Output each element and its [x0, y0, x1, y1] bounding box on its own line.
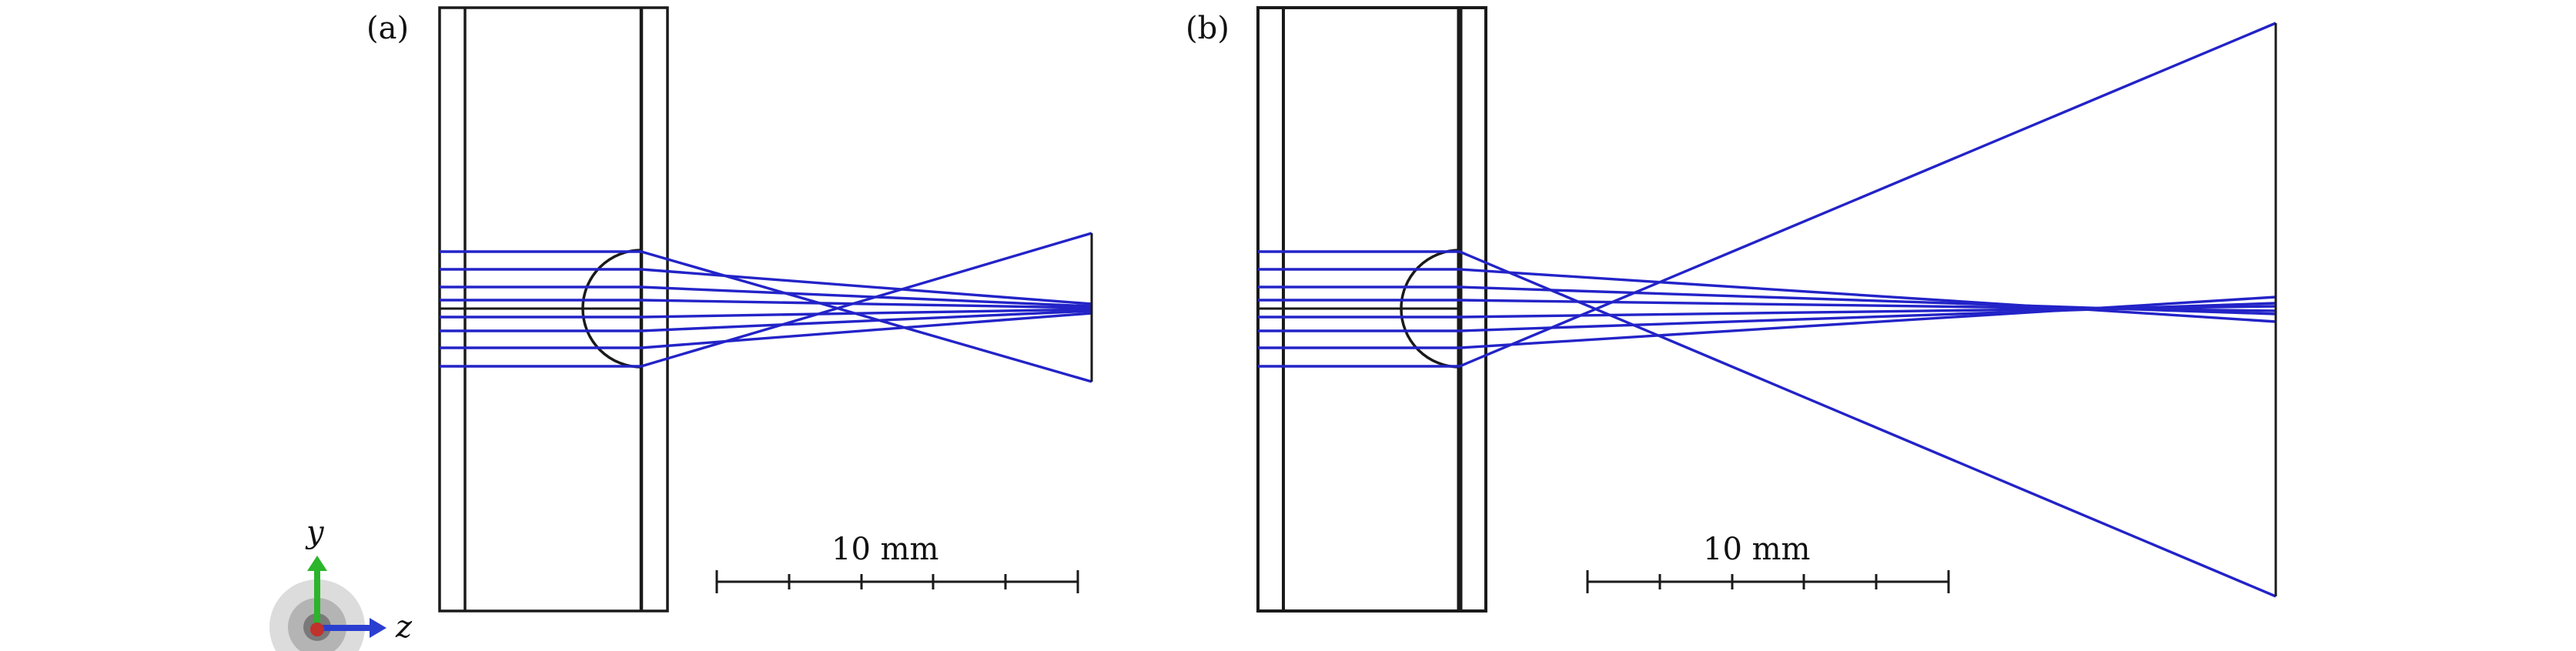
panel-b-rays	[1258, 22, 2277, 598]
panel-b-ray-out	[1459, 268, 2277, 323]
panel-b-label: (b)	[1186, 11, 1229, 46]
panel-a-ray-out	[641, 309, 1092, 332]
panel-a: (a)	[366, 6, 1093, 613]
panel-a-ray-out	[641, 268, 1092, 305]
axes-triad: y z	[269, 515, 413, 651]
panel-b-ray-out	[1459, 22, 2277, 368]
panel-a-ray-out	[641, 308, 1092, 319]
panel-a-label: (a)	[366, 11, 409, 46]
panel-b-ray-out	[1459, 305, 2277, 319]
axis-x-marker	[310, 623, 324, 636]
panel-a-ray-out	[641, 312, 1092, 349]
panel-b: (b) 10 mm	[1186, 6, 2277, 613]
panel-a-substrate	[438, 6, 669, 613]
panel-a-ray-out	[641, 250, 1092, 383]
panel-a-rays	[440, 232, 1092, 383]
panel-a-ray-out	[641, 232, 1092, 368]
panel-b-scale-bar-label: 10 mm	[1703, 532, 1810, 567]
axis-y-label: y	[305, 515, 325, 550]
panel-a-ray-out	[641, 299, 1092, 309]
axis-z-label: z	[395, 609, 413, 645]
panel-a-ray-out	[641, 285, 1092, 308]
axis-y-arrowhead	[307, 556, 327, 571]
panel-b-ray-out	[1459, 295, 2277, 349]
panel-b-substrate	[1256, 6, 1487, 613]
panel-a-scale-bar: 10 mm	[715, 532, 1079, 593]
axis-z-arrowhead	[370, 618, 386, 638]
panel-a-scale-bar-label: 10 mm	[831, 532, 938, 567]
panel-b-scale-bar: 10 mm	[1586, 532, 1950, 593]
